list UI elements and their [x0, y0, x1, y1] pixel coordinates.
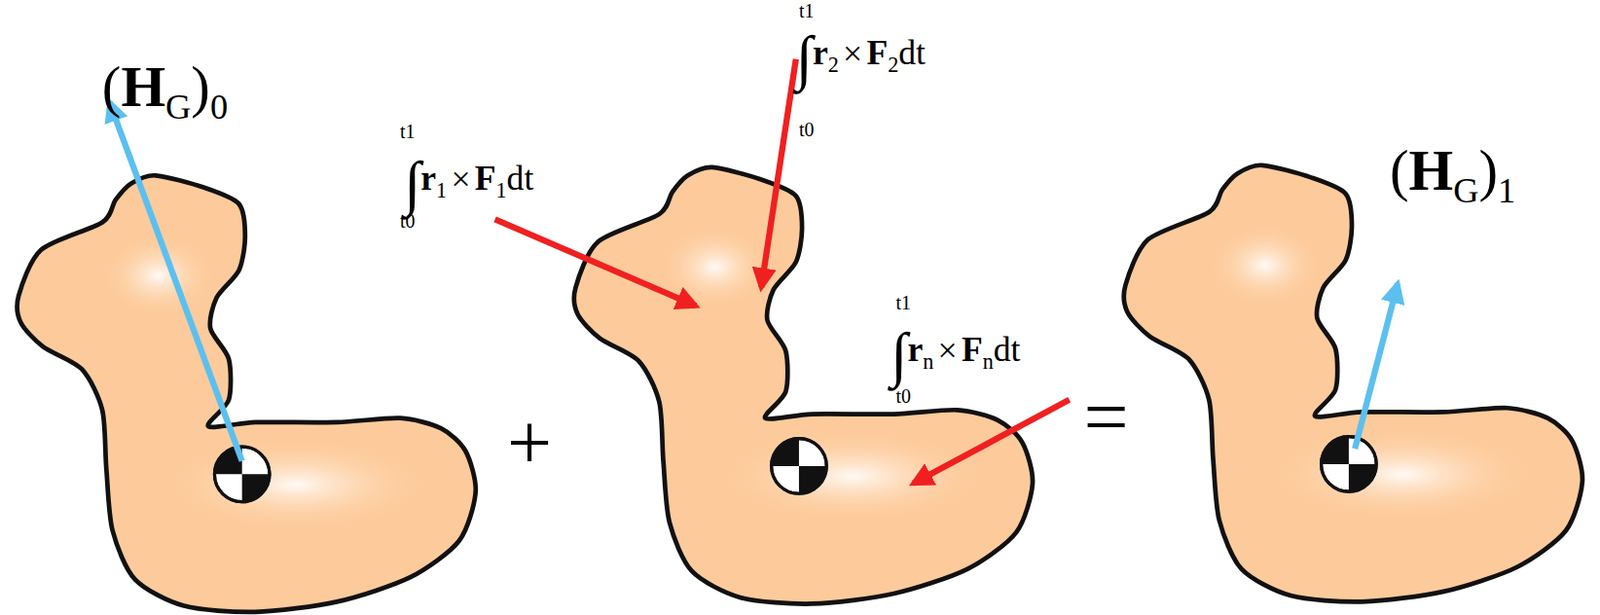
rigid-body — [574, 167, 1033, 605]
body-outline — [17, 175, 476, 613]
rigid-body — [1124, 165, 1583, 603]
glyph: 2 — [887, 52, 899, 77]
momentum-label: (HG)0 — [102, 59, 228, 125]
glyph: ) — [1479, 139, 1499, 203]
glyph: t — [896, 291, 903, 314]
glyph: G — [165, 87, 191, 127]
cm-ring — [1321, 436, 1378, 493]
angular-impulse-label: ∫rn×Fndt — [890, 324, 1020, 385]
glyph: F — [866, 34, 888, 73]
glyph: ( — [102, 55, 122, 119]
glyph: × — [938, 330, 958, 370]
integral-limit: t0 — [799, 120, 814, 141]
glyph: 1 — [496, 178, 508, 203]
glyph: 1 — [1497, 171, 1516, 211]
momentum-label: (HG)1 — [1389, 143, 1516, 209]
glyph: 1 — [436, 178, 447, 203]
body-highlight — [720, 430, 986, 522]
cm-ring — [771, 438, 828, 495]
body-fill — [1124, 165, 1583, 603]
glyph: t — [400, 120, 406, 143]
glyph: ∫ — [890, 320, 908, 388]
glyph: = — [1083, 372, 1128, 462]
glyph: F — [961, 330, 983, 370]
glyph: t — [1011, 330, 1021, 370]
body-outline — [1124, 165, 1583, 603]
glyph: 1 — [901, 291, 911, 314]
cm-circle — [1321, 436, 1378, 493]
center-of-mass — [1321, 436, 1378, 493]
angular-impulse-label: ∫r1×F1dt — [403, 152, 534, 214]
glyph: × — [450, 159, 471, 199]
glyph: 0 — [210, 87, 228, 127]
glyph: t — [799, 118, 805, 141]
glyph: 0 — [803, 118, 814, 141]
glyph: r — [812, 34, 829, 73]
glyph: ∫ — [796, 23, 813, 91]
glyph: t — [523, 159, 534, 199]
integral-limit: t1 — [896, 293, 911, 314]
glyph: H — [1409, 139, 1455, 203]
integral-limit: t1 — [799, 1, 814, 22]
glyph: H — [120, 55, 166, 119]
glyph: G — [1453, 171, 1479, 211]
body-highlight — [1270, 428, 1536, 520]
glyph: t — [799, 0, 805, 22]
glyph: 1 — [803, 0, 814, 22]
glyph: n — [982, 349, 994, 374]
glyph: d — [993, 330, 1012, 370]
plus-sign: + — [507, 402, 552, 483]
glyph: d — [507, 159, 525, 199]
integral-limit: t1 — [400, 122, 415, 143]
angular-impulse-label: ∫r2×F2dt — [796, 27, 926, 88]
glyph: t — [896, 385, 903, 407]
glyph: t — [915, 34, 926, 73]
glyph: 1 — [405, 120, 416, 143]
glyph: F — [474, 159, 497, 199]
integral-limit: t0 — [896, 387, 911, 407]
body-highlight — [102, 234, 215, 317]
angular-momentum-vector — [109, 102, 242, 462]
rigid-body — [17, 175, 476, 613]
center-of-mass — [771, 438, 828, 495]
cm-circle — [771, 438, 828, 495]
body-fill — [17, 175, 476, 613]
glyph: r — [907, 330, 923, 370]
angular-impulse-arrow — [495, 218, 696, 306]
equals-sign: = — [1083, 377, 1128, 458]
glyph: 0 — [901, 385, 911, 407]
angular-impulse-arrow — [912, 400, 1069, 484]
body-highlight — [1208, 224, 1321, 307]
glyph: r — [420, 159, 437, 199]
glyph: × — [842, 34, 863, 73]
body-highlight — [163, 438, 430, 531]
glyph: + — [507, 398, 552, 487]
glyph: ∫ — [403, 148, 421, 217]
body-outline — [574, 167, 1033, 605]
body-fill — [574, 167, 1033, 605]
angular-momentum-vector — [1354, 283, 1398, 449]
glyph: n — [922, 349, 934, 374]
glyph: ( — [1389, 139, 1410, 203]
glyph: 2 — [828, 52, 839, 77]
glyph: d — [898, 34, 916, 73]
angular-impulse-arrow — [761, 59, 797, 289]
glyph: ) — [190, 55, 211, 119]
